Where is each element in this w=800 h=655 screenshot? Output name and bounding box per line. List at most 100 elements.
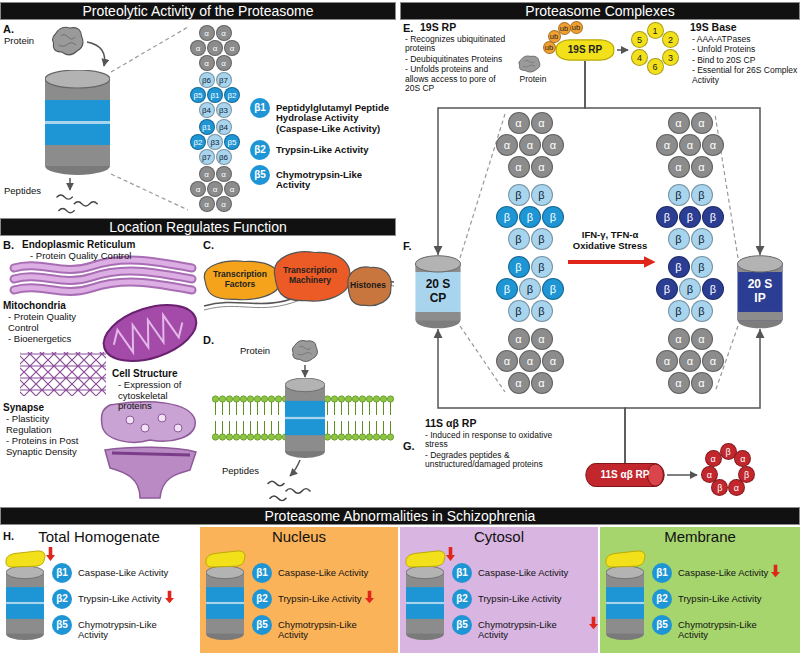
alpha-subunit: α bbox=[207, 40, 223, 56]
label: Protein bbox=[240, 346, 288, 357]
label: Synapse bbox=[3, 402, 87, 413]
alpha-subunit: α bbox=[668, 112, 690, 134]
complex-shape: 19S RP bbox=[555, 39, 615, 61]
band-title: Proteasome Abnormalities in Schizophreni… bbox=[265, 508, 536, 524]
beta-subunit: β bbox=[679, 278, 701, 300]
alpha-subunit: α bbox=[519, 134, 541, 156]
alpha-subunit: α bbox=[508, 156, 530, 178]
atpase-subunit: 3 bbox=[662, 49, 679, 66]
alpha-subunit: α bbox=[216, 25, 232, 41]
subunit-circle: β5 bbox=[52, 615, 72, 635]
section-band: Proteasome Abnormalities in Schizophreni… bbox=[0, 507, 800, 525]
label: - Bind to 20S CP bbox=[692, 56, 798, 66]
alpha-subunit: α bbox=[216, 196, 232, 212]
band-title: Proteolytic Activity of the Proteasome bbox=[82, 3, 313, 19]
subunit-circle: β2 bbox=[452, 589, 472, 609]
subunit-circle: β5 bbox=[452, 615, 472, 635]
alpha-subunit: α bbox=[542, 134, 564, 156]
pa28-subunit: α bbox=[728, 479, 745, 496]
alpha-subunit: α bbox=[508, 328, 530, 350]
label: F. bbox=[403, 240, 423, 252]
alpha-subunit: α bbox=[496, 350, 518, 372]
label: - Unfolds proteins and allows access to … bbox=[405, 65, 513, 94]
activity-text: Peptidylglutamyl Peptide Hydrolase Activ… bbox=[276, 98, 394, 135]
label: Endoplasmic Reticulum bbox=[22, 239, 194, 250]
arrow-shape bbox=[365, 591, 374, 604]
subunit-circle: β1 bbox=[652, 563, 672, 583]
label: - Plasticity Regulation bbox=[6, 414, 94, 435]
ubiquitin-tag: ub bbox=[570, 21, 583, 34]
label: - Protein Quality Control bbox=[30, 251, 195, 262]
alpha-subunit: α bbox=[519, 350, 541, 372]
label: Cell Structure bbox=[112, 368, 198, 379]
atpase-subunit: 6 bbox=[647, 58, 664, 75]
node-label: Histones bbox=[350, 281, 386, 291]
subunit-node: β2Trypsin-Like Activity bbox=[250, 140, 369, 160]
alpha-subunit: α bbox=[199, 166, 215, 182]
label: Protein bbox=[4, 36, 48, 47]
label: Protein bbox=[514, 75, 552, 85]
ubiquitin-tag: ub bbox=[558, 22, 571, 35]
subunit-circle: β2 bbox=[52, 589, 72, 609]
activity-text: Chymotrypsin-Like Activity bbox=[678, 615, 786, 641]
node-label: 11S αβ RP bbox=[601, 469, 650, 481]
alpha-subunit: α bbox=[207, 181, 223, 197]
alpha-subunit: α bbox=[656, 350, 678, 372]
beta-subunit: β7 bbox=[216, 72, 232, 88]
alpha-subunit: α bbox=[531, 328, 553, 350]
subunit-circle: β1 bbox=[250, 98, 270, 118]
nuclear-blob: Transcription Machinery bbox=[266, 248, 355, 304]
decrease-arrow bbox=[365, 590, 374, 604]
alpha-subunit: α bbox=[531, 112, 553, 134]
connector bbox=[438, 61, 585, 255]
label: Peptides bbox=[4, 186, 52, 197]
arrow-shape bbox=[771, 565, 780, 578]
decrease-arrow bbox=[771, 564, 780, 578]
connector bbox=[585, 61, 760, 255]
subunit-node: β5Chymotrypsin-Like Activity bbox=[252, 615, 386, 641]
subunit-circle: β2 bbox=[252, 589, 272, 609]
label: - AAA-ATPases bbox=[692, 35, 798, 45]
panel-title: Membrane bbox=[600, 527, 800, 546]
alpha-subunit: α bbox=[216, 55, 232, 71]
beta-subunit: β4 bbox=[199, 102, 215, 118]
label: - Unfold Proteins bbox=[692, 45, 798, 55]
activity-text: Trypsin-Like Activity bbox=[478, 589, 562, 604]
alpha-subunit: α bbox=[679, 350, 701, 372]
subunit-node: β2Trypsin-Like Activity bbox=[52, 589, 162, 609]
label: B. bbox=[3, 239, 23, 251]
band-title: Proteasome Complexes bbox=[525, 3, 674, 19]
atpase-subunit: 4 bbox=[631, 49, 648, 66]
beta-subunit: β1 bbox=[199, 119, 215, 135]
alpha-subunit: α bbox=[668, 372, 690, 394]
beta-subunit: β bbox=[496, 278, 518, 300]
activity-text: Chymotrypsin-Like Activity bbox=[278, 615, 386, 641]
subunit-node: β5Chymotrypsin-Like Activity bbox=[652, 615, 786, 641]
label: Total Homogenate bbox=[0, 529, 198, 546]
subunit-node: β1Caspase-Like Activity bbox=[252, 563, 368, 583]
label: Mitochondria bbox=[3, 300, 95, 311]
beta-subunit: β bbox=[508, 256, 530, 278]
label: 11S αβ RP bbox=[425, 418, 575, 430]
label: - Recognizes ubiquitinated proteins bbox=[405, 35, 513, 54]
alpha-subunit: α bbox=[199, 196, 215, 212]
subunit-node: β5Chymotrypsin-Like Activity bbox=[250, 165, 394, 191]
complex-shape: 20 S CP bbox=[415, 255, 461, 329]
label: 19S Base bbox=[690, 22, 798, 34]
alpha-subunit: α bbox=[224, 40, 240, 56]
beta-subunit: β bbox=[668, 184, 690, 206]
beta-subunit: β6 bbox=[216, 149, 232, 165]
activity-text: Trypsin-Like Activity bbox=[678, 589, 762, 604]
pa28-subunit: α bbox=[734, 450, 751, 467]
beta-subunit: β bbox=[519, 206, 541, 228]
atpase-subunit: 5 bbox=[631, 31, 648, 48]
beta-subunit: β bbox=[542, 206, 564, 228]
pa28-subunit: α bbox=[701, 466, 718, 483]
beta-subunit: β bbox=[531, 228, 553, 250]
decrease-arrow bbox=[589, 616, 598, 630]
alpha-subunit: α bbox=[531, 156, 553, 178]
subunit-node: β5Chymotrypsin-Like Activity bbox=[452, 615, 586, 641]
beta-subunit: β bbox=[691, 228, 713, 250]
complex-shape: 11S αβ RP bbox=[585, 463, 665, 487]
